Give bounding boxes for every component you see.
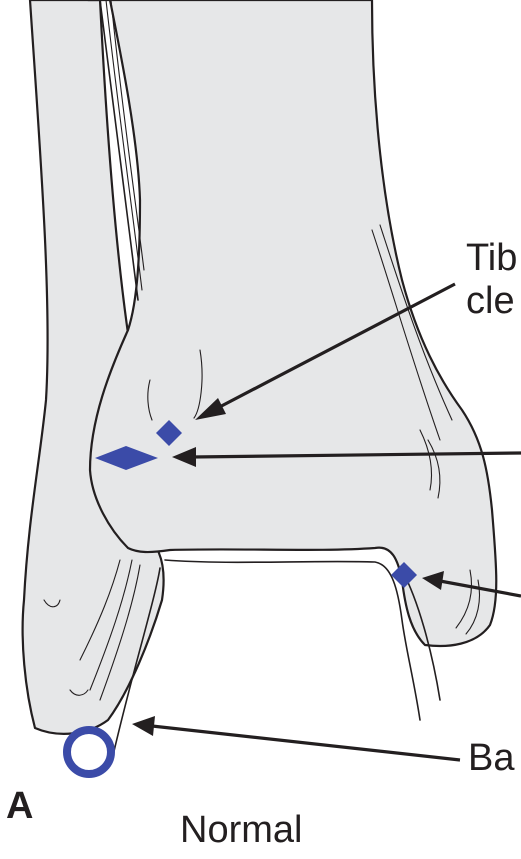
arrow-baseline — [132, 716, 460, 760]
label-tibial-clear-space-line1: Tib — [466, 237, 517, 279]
talus-joint-line — [165, 560, 420, 720]
tibia — [88, 0, 496, 646]
panel-letter: A — [6, 785, 33, 827]
label-baseline: Ba — [468, 737, 515, 779]
label-tibial-clear-space-line2: cle — [466, 280, 515, 322]
circle-ring-marker — [67, 730, 111, 774]
figure-caption: Normal — [180, 809, 302, 851]
